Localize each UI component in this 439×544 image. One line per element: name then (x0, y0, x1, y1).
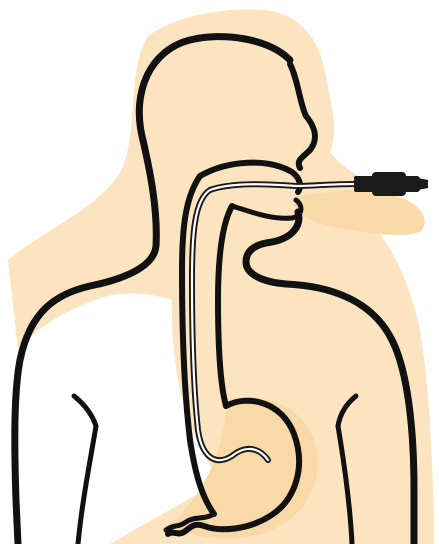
left-armpit-line (74, 396, 96, 426)
tube-connector (354, 176, 374, 192)
left-arm-inner (78, 426, 96, 544)
tube-end-cap (404, 176, 420, 192)
tube-end-tip (418, 178, 428, 190)
tube-handle (372, 172, 406, 196)
